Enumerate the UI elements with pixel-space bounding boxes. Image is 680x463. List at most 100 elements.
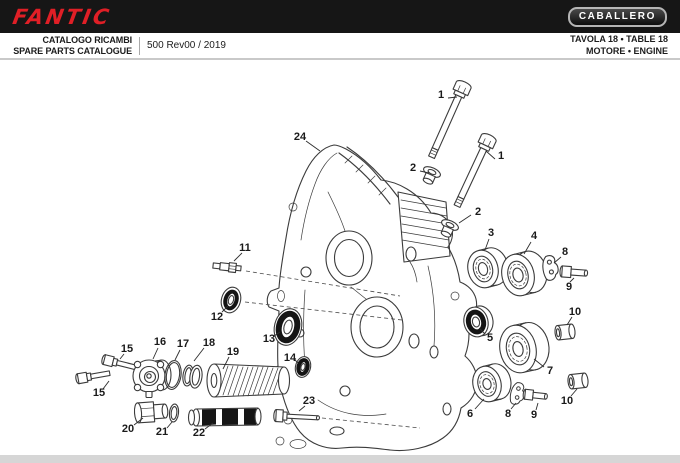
part-9-screw-a	[559, 265, 589, 279]
top-black-bar: FANTIC CABALLERO	[0, 0, 680, 33]
part-19-oil-filter	[206, 363, 291, 398]
leader-line-23	[298, 405, 306, 412]
table-info: TAVOLA 18 • TABLE 18 MOTORE • ENGINE	[570, 34, 668, 57]
leader-line-1	[485, 150, 496, 160]
leader-line-9	[535, 402, 539, 411]
part-1-bolt-a	[428, 80, 472, 160]
part-label-23: 23	[303, 395, 315, 407]
part-15-bolt-b	[75, 370, 111, 385]
exploded-engine-diagram: 1122348910576891011121314151516171819202…	[75, 80, 589, 452]
part-label-13: 13	[263, 333, 275, 345]
leader-line-3	[484, 238, 490, 251]
leader-line-9	[569, 277, 575, 283]
part-7-bearing	[499, 321, 550, 374]
leader-line-22	[204, 422, 214, 430]
part-24-crankcase	[266, 144, 478, 452]
leader-line-10	[566, 316, 573, 326]
part-5-oil-seal	[463, 305, 494, 338]
leader-line-19	[222, 356, 230, 370]
part-label-12: 12	[211, 311, 223, 323]
leader-line-11	[233, 252, 243, 262]
catalog-title-line1: CATALOGO RICAMBI	[42, 34, 132, 45]
leader-line-2	[419, 170, 430, 174]
leader-line-1	[447, 96, 458, 99]
part-2-washer-b	[440, 219, 459, 238]
leader-line-15	[102, 380, 110, 390]
leader-line-18	[193, 347, 205, 362]
part-8-retainer-plate-b	[509, 382, 525, 405]
axis-line-11	[245, 270, 401, 297]
part-label-10: 10	[569, 306, 581, 318]
part-13-oil-seal	[273, 308, 303, 346]
part-label-16: 16	[154, 336, 166, 348]
part-label-9: 9	[566, 281, 572, 293]
leader-line-2	[458, 214, 472, 224]
part-label-19: 19	[227, 346, 239, 358]
part-label-15: 15	[121, 343, 133, 355]
part-20-plug	[133, 401, 169, 424]
part-22-strainer	[187, 407, 262, 427]
part-12-seal	[220, 286, 242, 314]
vertical-divider	[139, 36, 140, 55]
part-label-10: 10	[561, 395, 573, 407]
part-23-bolt	[273, 409, 321, 423]
leader-line-21	[166, 421, 173, 429]
part-label-1: 1	[438, 89, 444, 101]
part-label-24: 24	[294, 131, 307, 143]
part-2-washer-a	[422, 166, 441, 185]
part-label-7: 7	[547, 365, 553, 377]
part-label-8: 8	[562, 246, 568, 258]
axis-line-12	[244, 301, 403, 321]
part-label-3: 3	[488, 227, 494, 239]
part-10-bushing-b	[567, 372, 589, 390]
part-label-5: 5	[487, 332, 493, 344]
catalog-title-line2: SPARE PARTS CATALOGUE	[13, 45, 132, 56]
part-label-1: 1	[498, 150, 504, 162]
part-label-22: 22	[193, 427, 205, 439]
leader-line-7	[533, 358, 545, 368]
leader-line-24	[305, 140, 321, 152]
part-10-bushing-a	[554, 323, 576, 341]
part-17-o-ring	[164, 360, 182, 390]
header-info-bar: CATALOGO RICAMBI SPARE PARTS CATALOGUE 5…	[0, 33, 680, 60]
part-label-18: 18	[203, 337, 215, 349]
fantic-logo: FANTIC	[10, 4, 114, 29]
footer-strip	[0, 455, 680, 463]
part-6-bearing	[472, 363, 512, 403]
catalog-title: CATALOGO RICAMBI SPARE PARTS CATALOGUE	[0, 35, 132, 57]
table-line2: MOTORE • ENGINE	[586, 45, 668, 56]
part-15-bolt-a	[101, 354, 139, 371]
leader-line-4	[523, 241, 532, 255]
leader-line-17	[174, 349, 181, 361]
part-label-2: 2	[410, 162, 416, 174]
part-21-ring	[168, 403, 180, 423]
part-label-15: 15	[93, 387, 105, 399]
part-label-9: 9	[531, 409, 537, 421]
leader-line-6	[474, 398, 485, 410]
leader-line-12	[221, 305, 229, 313]
part-11-fitting	[212, 262, 242, 274]
edition-text: 500 Rev00 / 2019	[147, 40, 226, 51]
part-label-4: 4	[531, 230, 538, 242]
part-8-retainer-plate-a	[542, 255, 559, 281]
part-1-bolt-b	[453, 132, 497, 208]
part-label-17: 17	[177, 338, 189, 350]
part-label-14: 14	[284, 352, 297, 364]
leader-line-16	[152, 347, 159, 360]
part-label-21: 21	[156, 426, 168, 438]
axis-line-23	[321, 417, 421, 429]
leader-line-8	[510, 402, 517, 410]
leader-line-13	[273, 331, 281, 337]
caballero-badge: CABALLERO	[567, 6, 667, 27]
leader-line-5	[478, 327, 486, 335]
part-label-11: 11	[239, 242, 251, 254]
part-label-2: 2	[475, 206, 481, 218]
part-9-screw-b	[522, 388, 548, 401]
part-label-20: 20	[122, 423, 134, 435]
part-14-oil-seal	[294, 356, 312, 378]
table-line1: TAVOLA 18 • TABLE 18	[570, 34, 668, 45]
catalog-info: CATALOGO RICAMBI SPARE PARTS CATALOGUE 5…	[0, 33, 226, 58]
part-label-6: 6	[467, 408, 473, 420]
